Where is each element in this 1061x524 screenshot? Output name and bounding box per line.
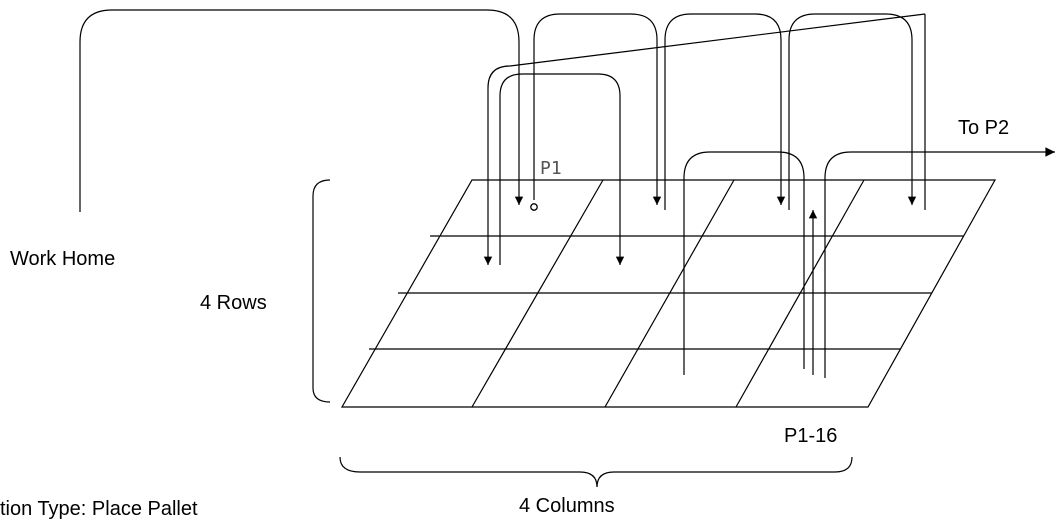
- loop-p1-to-p2: [533, 13, 662, 205]
- loop-p15-to-p16: [683, 151, 805, 375]
- rows-brace: [312, 179, 331, 403]
- work-home-label: Work Home: [10, 248, 115, 270]
- column-line-3: [735, 179, 865, 408]
- work-home-path: [79, 9, 524, 212]
- motion-paths: [483, 13, 1055, 378]
- range-label: P1-16: [784, 425, 837, 447]
- caption-label: tion Type: Place Pallet: [0, 498, 198, 519]
- pallet-grid: [340, 179, 997, 408]
- return-diagonal: [509, 13, 926, 67]
- loop-p2-to-p3: [664, 13, 786, 210]
- loop-p3-to-p4: [788, 13, 917, 210]
- work-home-line: [79, 9, 524, 212]
- columns-label: 4 Columns: [519, 495, 615, 517]
- to-p2-label: To P2: [958, 117, 1009, 139]
- loop-p5-to-p6: [499, 73, 625, 265]
- exit-to-p2-line: [824, 147, 1055, 378]
- loop-to-p5: [483, 65, 511, 265]
- pallet-outline: [340, 179, 997, 408]
- columns-brace: [339, 456, 853, 488]
- p1-label: P1: [540, 158, 562, 179]
- column-line-2: [604, 179, 735, 408]
- rows-label: 4 Rows: [200, 292, 267, 314]
- p1-point-marker: [530, 203, 538, 211]
- column-line-1: [471, 179, 604, 408]
